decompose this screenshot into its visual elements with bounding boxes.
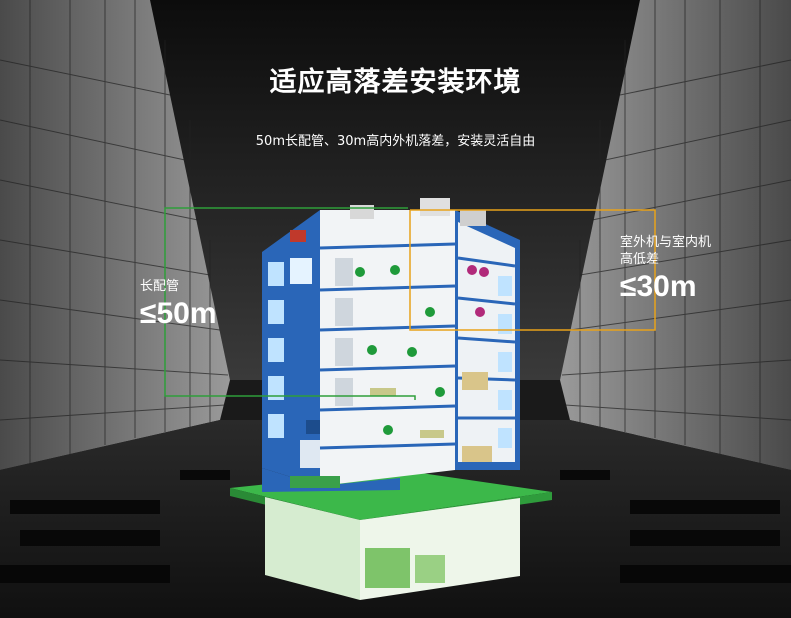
pipe-length-value: ≤50m [140, 297, 217, 330]
height-difference-callout: 室外机与室内机 高低差 ≤30m [620, 234, 711, 304]
pipe-length-callout: 长配管 ≤50m [140, 278, 217, 331]
height-difference-label-line1: 室外机与室内机 [620, 235, 712, 250]
height-difference-value: ≤30m [620, 270, 697, 303]
height-difference-frame [409, 209, 656, 331]
page-subtitle: 50m长配管、30m高内外机落差，安装灵活自由 [255, 134, 536, 149]
height-difference-label-line2: 高低差 [620, 252, 660, 267]
pipe-length-label: 长配管 [140, 279, 180, 294]
pipe-length-frame [164, 207, 416, 400]
page-title: 适应高落差安装环境 [269, 67, 522, 98]
